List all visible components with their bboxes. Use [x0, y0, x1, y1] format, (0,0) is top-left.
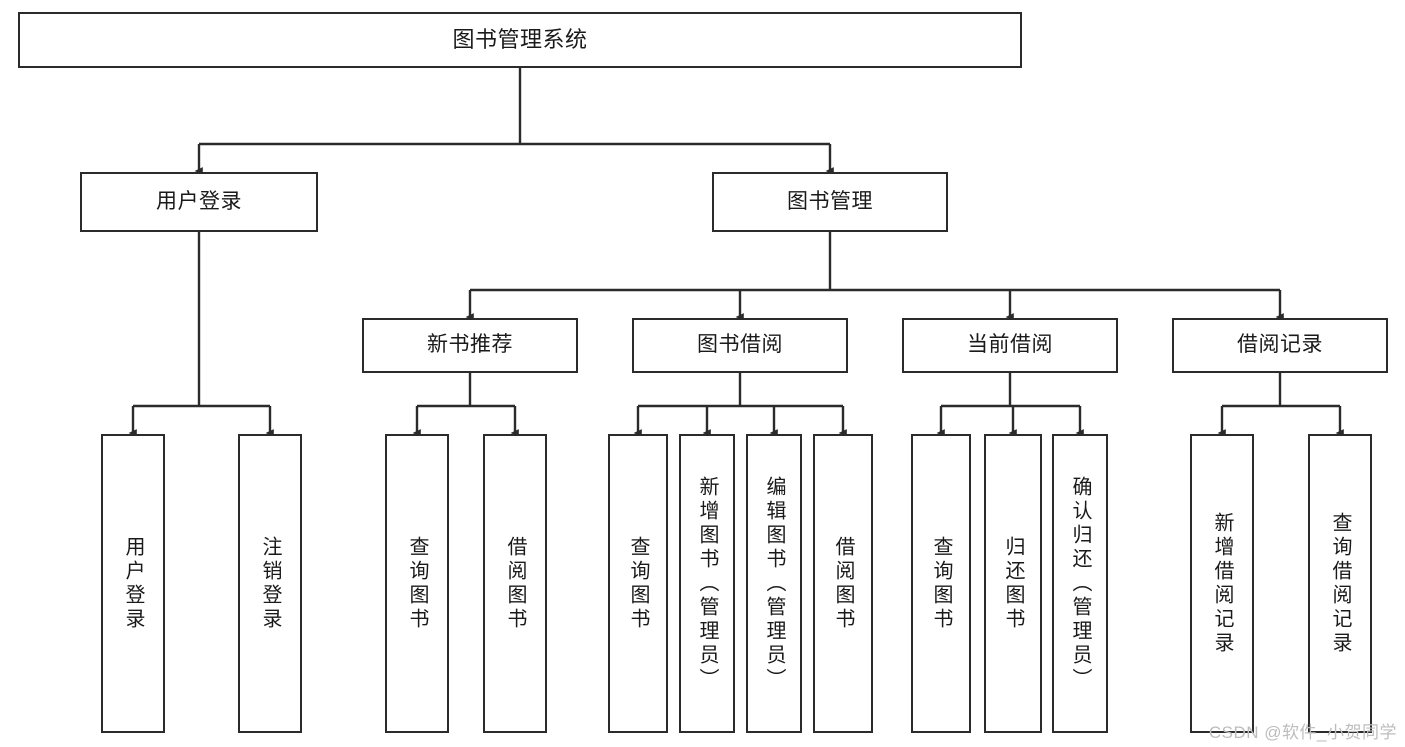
node-leaf-bw-add[interactable]: 新增图书（管理员） — [679, 434, 735, 733]
node-login[interactable]: 用户登录 — [80, 172, 318, 232]
node-leaf-user-logout[interactable]: 注销登录 — [238, 434, 302, 733]
node-leaf-rec-add[interactable]: 新增借阅记录 — [1190, 434, 1254, 733]
node-records[interactable]: 借阅记录 — [1172, 318, 1388, 373]
node-label-leaf-nb-query: 查询图书 — [406, 535, 428, 632]
node-label-current: 当前借阅 — [967, 333, 1053, 357]
node-leaf-bw-borrow[interactable]: 借阅图书 — [813, 434, 873, 733]
node-label-leaf-cur-query: 查询图书 — [930, 535, 952, 632]
node-leaf-cur-query[interactable]: 查询图书 — [911, 434, 971, 733]
node-label-leaf-cur-return: 归还图书 — [1002, 535, 1024, 632]
csdn-watermark: CSDN @软件_小贺同学 — [1208, 723, 1397, 742]
node-label-bookmgmt: 图书管理 — [787, 189, 873, 213]
node-label-leaf-bw-edit: 编辑图书（管理员） — [763, 475, 785, 692]
node-label-leaf-cur-confirm: 确认归还（管理员） — [1069, 475, 1091, 692]
node-leaf-bw-edit[interactable]: 编辑图书（管理员） — [746, 434, 802, 733]
node-label-newbook: 新书推荐 — [427, 333, 513, 357]
node-label-borrow: 图书借阅 — [697, 333, 783, 357]
node-label-leaf-bw-query: 查询图书 — [627, 535, 649, 632]
node-label-records: 借阅记录 — [1237, 333, 1323, 357]
node-leaf-user-login[interactable]: 用户登录 — [101, 434, 165, 733]
node-label-login: 用户登录 — [156, 189, 242, 213]
node-leaf-nb-borrow[interactable]: 借阅图书 — [483, 434, 547, 733]
node-label-root: 图书管理系统 — [452, 27, 588, 53]
node-borrow[interactable]: 图书借阅 — [632, 318, 848, 373]
node-leaf-nb-query[interactable]: 查询图书 — [385, 434, 449, 733]
node-root[interactable]: 图书管理系统 — [18, 12, 1022, 68]
node-bookmgmt[interactable]: 图书管理 — [712, 172, 948, 232]
node-label-leaf-user-logout: 注销登录 — [259, 535, 281, 632]
node-label-leaf-rec-query: 查询借阅记录 — [1329, 511, 1351, 656]
node-label-leaf-rec-add: 新增借阅记录 — [1211, 511, 1233, 656]
node-leaf-cur-return[interactable]: 归还图书 — [984, 434, 1042, 733]
node-leaf-cur-confirm[interactable]: 确认归还（管理员） — [1052, 434, 1108, 733]
node-label-leaf-user-login: 用户登录 — [122, 535, 144, 632]
node-label-leaf-bw-add: 新增图书（管理员） — [696, 475, 718, 692]
node-leaf-bw-query[interactable]: 查询图书 — [608, 434, 668, 733]
node-current[interactable]: 当前借阅 — [902, 318, 1118, 373]
node-leaf-rec-query[interactable]: 查询借阅记录 — [1308, 434, 1372, 733]
node-newbook[interactable]: 新书推荐 — [362, 318, 578, 373]
node-label-leaf-bw-borrow: 借阅图书 — [832, 535, 854, 632]
node-label-leaf-nb-borrow: 借阅图书 — [504, 535, 526, 632]
